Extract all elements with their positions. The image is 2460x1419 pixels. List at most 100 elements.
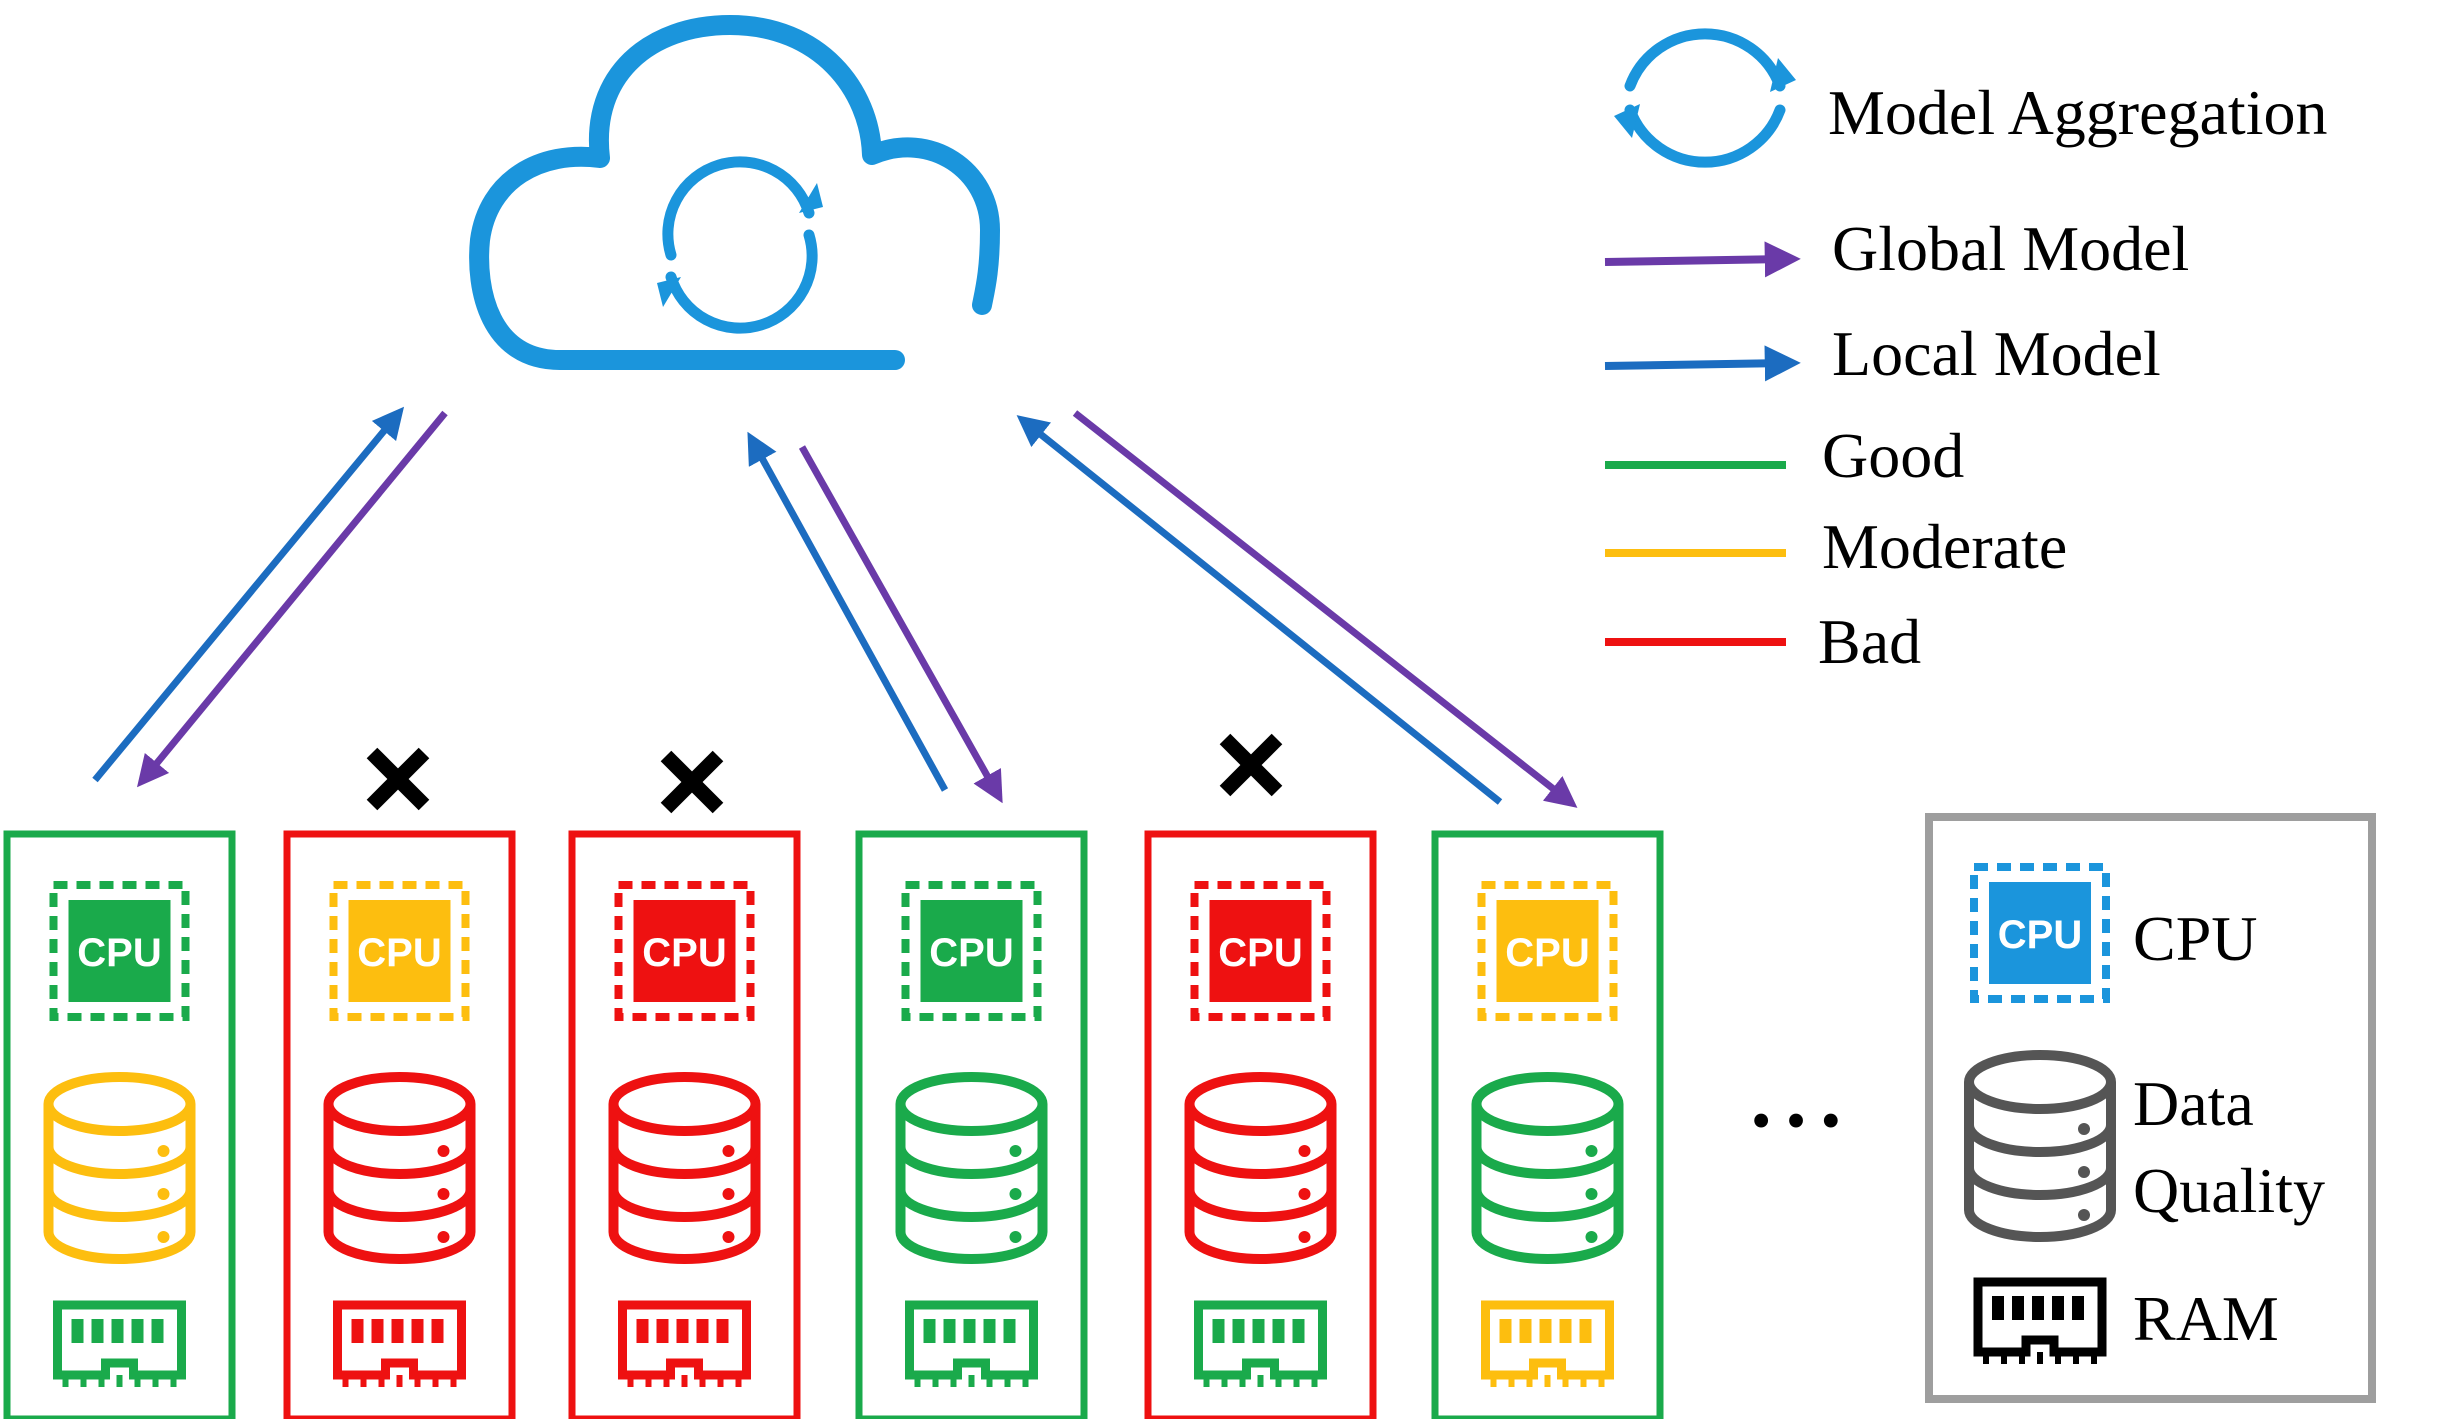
cpu-pins: [1970, 863, 2110, 1003]
cloud-server-icon: [469, 15, 1000, 370]
database-ring: [43, 1189, 196, 1222]
ram-chip: [391, 1319, 404, 1343]
cpu-chip-label: CPU: [1998, 913, 2082, 957]
database-icon: [608, 1072, 761, 1264]
ram-chip: [676, 1319, 689, 1343]
client-box: [855, 830, 1088, 1419]
ram-board: [333, 1300, 466, 1380]
legend-global-model-line: [1604, 241, 1801, 278]
icon-legend-data: Data: [2133, 1068, 2254, 1139]
ram-board: [1973, 1277, 2107, 1357]
legend-bad: Bad: [1818, 606, 1921, 677]
cpu-die: [920, 900, 1023, 1002]
ram-chip: [963, 1319, 976, 1343]
cpu-die: [1989, 882, 2091, 984]
ram-chip: [71, 1319, 84, 1343]
ram-board: [1481, 1300, 1614, 1380]
cloud-outline: [469, 15, 1000, 370]
ram-chip: [1212, 1319, 1225, 1343]
database-ring: [1964, 1167, 2116, 1200]
ram-chip: [1252, 1319, 1265, 1343]
model-aggregation-icon: [1614, 28, 1796, 168]
ram-board: [618, 1300, 751, 1380]
database-led: [157, 1188, 170, 1200]
icon-legend-border: [1925, 813, 2376, 1403]
global-model-arrow: [798, 445, 1003, 804]
client-device: CPU: [855, 830, 1088, 1419]
database-ring: [895, 1146, 1048, 1179]
database-ring: [608, 1146, 761, 1179]
cpu-icon: CPU: [1190, 881, 1331, 1021]
client-box: [568, 830, 801, 1419]
ram-chip: [636, 1319, 649, 1343]
excluded-x-icon: [366, 747, 430, 811]
database-top: [323, 1072, 476, 1136]
legend-moderate: Moderate: [1822, 511, 2067, 582]
local-model-arrow: [1016, 415, 1503, 805]
cpu-chip-label: CPU: [357, 931, 441, 975]
database-led: [1009, 1231, 1022, 1243]
database-top: [1471, 1072, 1624, 1136]
cpu-chip-label: CPU: [929, 931, 1013, 975]
cpu-pins: [901, 881, 1042, 1021]
ram-icon: [905, 1300, 1038, 1387]
database-led: [1585, 1145, 1598, 1157]
cpu-pins: [614, 881, 755, 1021]
cpu-die: [1496, 900, 1599, 1002]
global-model-arrow: [1072, 410, 1578, 808]
database-led: [437, 1188, 450, 1200]
database-ring: [1471, 1189, 1624, 1222]
database-led: [157, 1145, 170, 1157]
ram-icon: [53, 1300, 186, 1387]
icon-legend-quality: Quality: [2133, 1155, 2325, 1226]
database-ring: [1184, 1146, 1337, 1179]
ram-icon: [1973, 1277, 2107, 1364]
legend-model-aggregation: Model Aggregation: [1828, 77, 2327, 148]
client-box: [283, 830, 516, 1419]
ram-chip: [151, 1319, 164, 1343]
ram-chip: [696, 1319, 709, 1343]
client-box: [1144, 830, 1377, 1419]
database-led: [1009, 1188, 1022, 1200]
database-led: [1585, 1231, 1598, 1243]
cpu-pins: [49, 881, 190, 1021]
ram-chip: [983, 1319, 996, 1343]
database-icon: [1964, 1050, 2116, 1242]
ram-chip: [2072, 1296, 2084, 1320]
ram-chip: [1519, 1319, 1532, 1343]
ram-chip: [111, 1319, 124, 1343]
database-top: [895, 1072, 1048, 1136]
database-ring: [43, 1146, 196, 1179]
client-box: [3, 830, 236, 1419]
local-model-arrow: [747, 431, 949, 792]
excluded-x-icon: [660, 750, 724, 814]
database-led: [157, 1231, 170, 1243]
client-device: CPU: [1431, 830, 1664, 1419]
legend: Model Aggregation Global Model Local Mod…: [1604, 28, 2327, 677]
database-ring: [895, 1189, 1048, 1222]
cpu-die: [68, 900, 171, 1002]
ram-chip: [371, 1319, 384, 1343]
database-led: [1298, 1188, 1311, 1200]
database-icon: [1184, 1072, 1337, 1264]
database-ring: [323, 1146, 476, 1179]
database-ring: [323, 1189, 476, 1222]
database-led: [1009, 1145, 1022, 1157]
ram-icon: [618, 1300, 751, 1387]
ram-chip: [91, 1319, 104, 1343]
ram-chip: [1539, 1319, 1552, 1343]
x-stroke: [1219, 733, 1283, 797]
database-body: [1184, 1104, 1337, 1264]
database-led: [2078, 1166, 2090, 1178]
cpu-chip-label: CPU: [1505, 931, 1589, 975]
x-stroke: [660, 750, 724, 814]
ram-chip: [1579, 1319, 1592, 1343]
database-ring: [1964, 1124, 2116, 1157]
cpu-icon: CPU: [1970, 863, 2110, 1003]
database-led: [722, 1231, 735, 1243]
cpu-icon: CPU: [49, 881, 190, 1021]
cpu-pins: [1190, 881, 1331, 1021]
excluded-x-icon: [1219, 733, 1283, 797]
